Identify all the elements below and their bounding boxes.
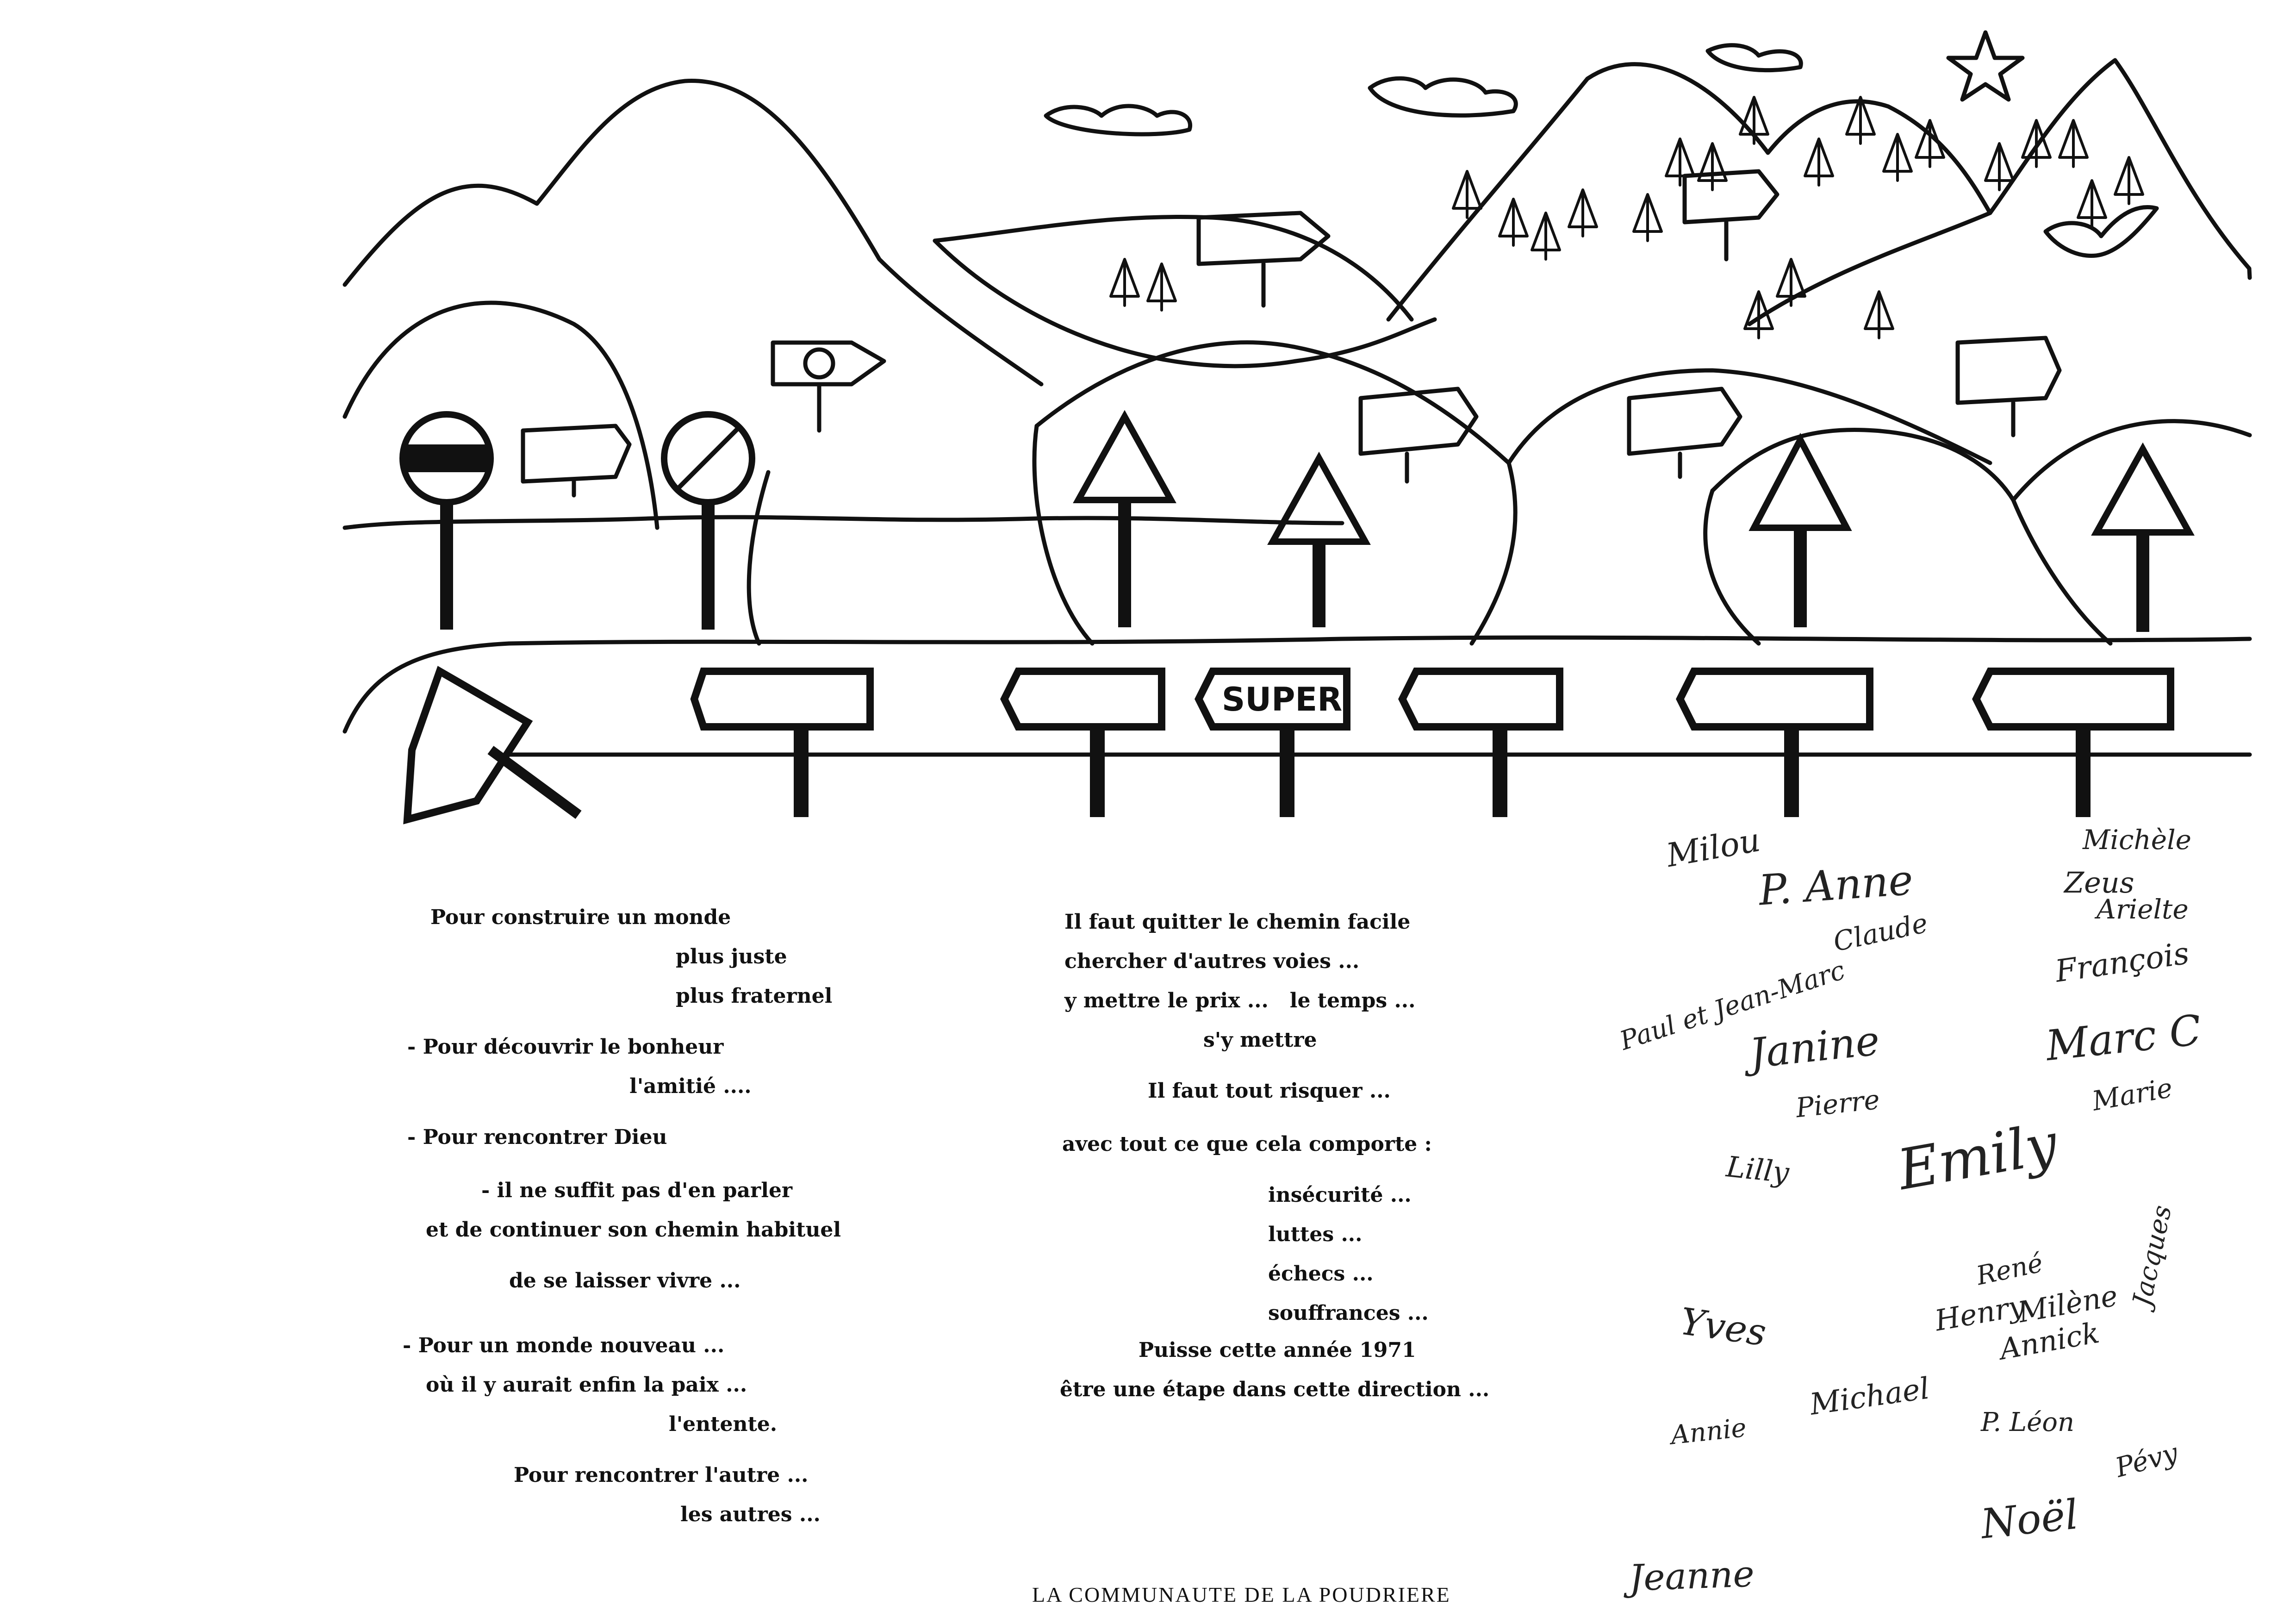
signature: P. Anne [1757,856,1915,915]
signature: Lilly [1724,1149,1791,1190]
poem-right-line: échecs ... [1268,1262,1374,1286]
poem-right-line: Puisse cette année 1971 [1139,1338,1416,1362]
signature: P. Léon [1981,1407,2075,1437]
signature: Milou [1663,820,1763,875]
signature: Arielte [2097,893,2189,925]
road-edge-4 [2011,498,2113,646]
poem-right-line: luttes ... [1268,1223,1363,1246]
signature: Marc C [2043,1006,2204,1071]
road-edge-5 [747,470,771,646]
poem-left-line: les autres ... [680,1503,821,1526]
signature: Emily [1893,1112,2062,1203]
poem-right-line: avec tout ce que cela comporte : [1062,1132,1432,1156]
poem-right-line: souffrances ... [1268,1301,1429,1325]
hill-rear [933,238,1437,369]
road-direction-signs [403,666,2174,824]
warning-sign-2 [1267,451,1371,545]
star [1946,30,2025,102]
poem-left-line: plus fraternel [676,984,833,1008]
poem-left-line: de se laisser vivre ... [509,1269,741,1293]
hill-right [1710,419,2252,502]
poem-left-line: Pour rencontrer l'autre ... [514,1463,809,1487]
cloud-left [1044,104,1192,137]
hill-rear-2 [1747,211,1992,326]
poem-right-line: insécurité ... [1268,1183,1412,1207]
signature: Michèle [2083,824,2191,856]
signature: Jeanne [1628,1553,1755,1599]
signature: Yves [1677,1299,1769,1355]
hill-signs [521,169,2062,498]
signature: Janine [1747,1016,1882,1078]
signature: Claude [1830,907,1931,958]
signature: Marie [2090,1072,2175,1117]
signature: Jacques [2127,1202,2178,1309]
signature: Pierre [1794,1083,1881,1124]
poem-left-line: et de continuer son chemin habituel [426,1218,841,1242]
road-curb-left [342,641,511,734]
poem-left-line: l'entente. [669,1412,778,1436]
community-signature-footer: LA COMMUNAUTE DE LA POUDRIERE [1032,1583,1451,1606]
poem-left-line: plus juste [676,945,787,968]
signature: Noël [1979,1490,2081,1548]
dove [2043,205,2159,258]
poem-left-line: Pour construire un monde [430,906,731,929]
road-edge [1032,424,1095,646]
signature: Zeus [2064,866,2134,899]
warning-sign-3 [1748,432,1852,531]
poem-left-line: l'amitié .... [629,1074,752,1098]
trees [1109,96,2144,339]
warning-sign-4 [2091,442,2195,536]
poem-left-line: - il ne suffit pas d'en parler [481,1179,793,1202]
signature: Pévy [2112,1437,2181,1484]
mountain-ridge-left [342,79,1044,387]
poem-left-line: - Pour rencontrer Dieu [407,1125,667,1149]
poem-right-line: chercher d'autres voies ... [1064,949,1360,973]
upper-road [507,635,2252,646]
hill-left [342,300,660,530]
poem-right-line: Il faut tout risquer ... [1148,1079,1391,1103]
mountain-ridge-right [1386,58,2252,322]
signature: François [2053,935,2191,989]
signatures-block: Milou P. Anne Michèle Zeus Arielte Claud… [1592,806,2286,1620]
road-edge-3 [1703,488,1761,646]
poem-right-line: y mettre le prix ... le temps ... [1064,989,1416,1012]
mountain-ridge-middle [933,214,1414,322]
poem-right-line: s'y mettre [1203,1028,1317,1052]
signature: René [1973,1248,2046,1292]
poem-right-line: être une étape dans cette direction ... [1060,1378,1490,1401]
poem-left-line: où il y aurait enfin la paix ... [426,1373,747,1397]
warning-sign-1 [1073,410,1176,503]
poem-left-line: - Pour un monde nouveau ... [403,1334,725,1357]
signature: Annie [1669,1412,1748,1451]
road-signs-illustration: SUPER [342,30,2252,824]
signature: Michael [1808,1371,1932,1422]
ground-line [342,515,1344,530]
poem-right-line: Il faut quitter le chemin facile [1064,910,1411,934]
cloud-right-2 [1705,43,1803,73]
cloud-right [1368,76,1518,118]
road-edge-2 [1469,461,1518,646]
super-sign-text: SUPER [1222,681,1342,718]
poem-left-line: - Pour découvrir le bonheur [407,1035,724,1059]
